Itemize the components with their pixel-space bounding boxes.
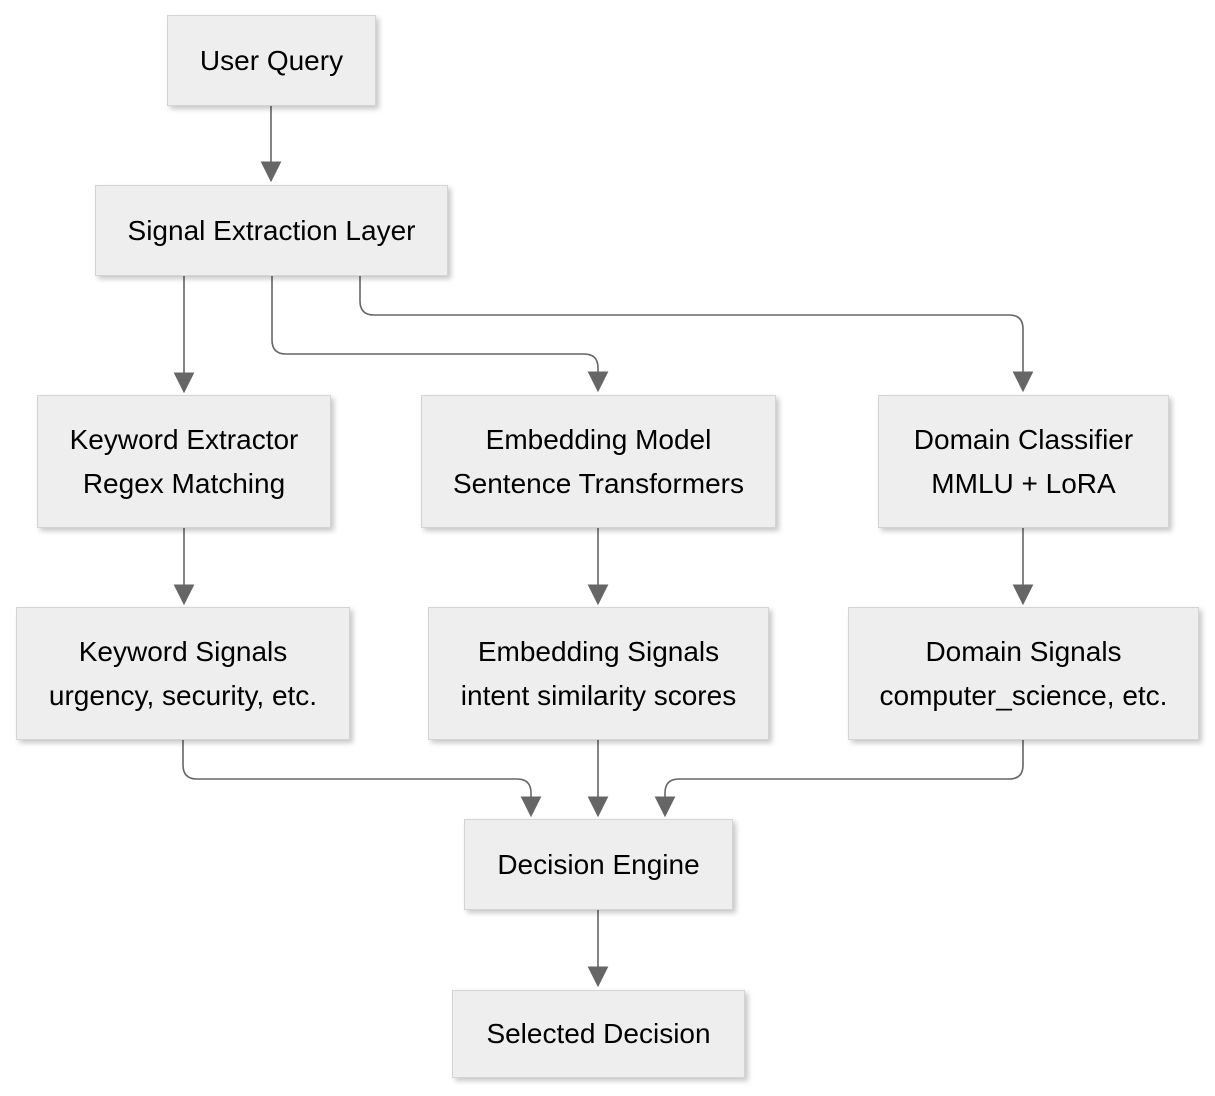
node-label: Signal Extraction Layer [127,214,416,246]
node-subtitle: Sentence Transformers [452,467,745,499]
node-label: Selected Decision [486,1018,711,1049]
node-title: Domain Signals [925,635,1122,667]
edge-signal-extraction-to-domain-classifier [359,276,1034,393]
edge-signal-extraction-to-embedding-model [271,276,609,393]
node-domain-signals: Domain Signals computer_science, etc. [848,607,1199,740]
edge-keyword-signals-to-decision-engine [182,740,542,818]
node-subtitle: MMLU + LoRA [931,467,1116,499]
node-signal-extraction-layer: Signal Extraction Layer [95,185,448,276]
node-user-query: User Query [167,15,376,106]
node-keyword-signals: Keyword Signals urgency, security, etc. [16,607,350,740]
node-subtitle: intent similarity scores [460,679,737,711]
node-title: Keyword Extractor [69,423,299,455]
node-decision-engine: Decision Engine [464,819,733,910]
node-subtitle: computer_science, etc. [879,679,1168,711]
node-selected-decision: Selected Decision [452,990,745,1078]
node-title: Domain Classifier [913,423,1134,455]
edge-domain-signals-to-decision-engine [654,740,1024,818]
node-embedding-model: Embedding Model Sentence Transformers [421,395,776,528]
node-embedding-signals: Embedding Signals intent similarity scor… [428,607,769,740]
node-title: Keyword Signals [78,635,288,667]
node-label: Decision Engine [497,848,700,880]
node-subtitle: urgency, security, etc. [48,679,318,711]
node-label: User Query [199,44,344,76]
node-title: Embedding Signals [477,635,720,667]
node-subtitle: Regex Matching [82,467,286,499]
node-domain-classifier: Domain Classifier MMLU + LoRA [878,395,1169,528]
node-title: Embedding Model [485,423,712,455]
node-keyword-extractor: Keyword Extractor Regex Matching [37,395,331,528]
